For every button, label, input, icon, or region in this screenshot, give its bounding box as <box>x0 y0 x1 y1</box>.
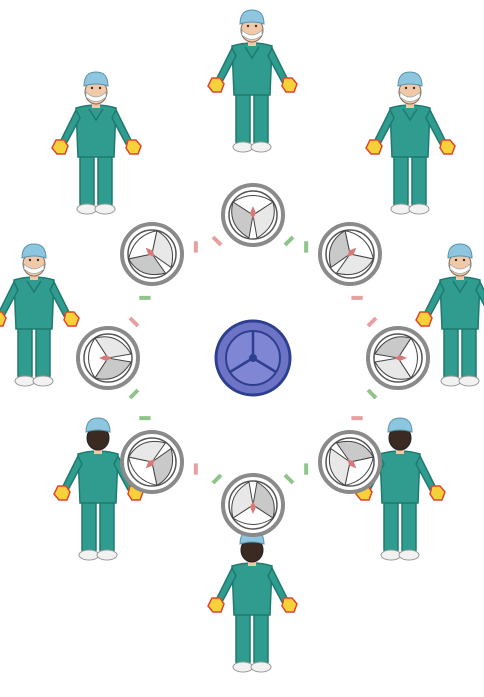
surgeon-top-left <box>52 72 141 214</box>
surgeon-top-right <box>366 72 455 214</box>
center-valve-icon <box>216 321 290 395</box>
valve-view-bottom <box>213 475 293 535</box>
valve-view-right <box>368 318 428 398</box>
surgeon-top <box>208 10 297 152</box>
valve-view-top <box>213 185 293 245</box>
surgeon-bottom <box>208 530 297 672</box>
valve-view-left <box>78 318 138 398</box>
valve-view-top-left <box>103 205 202 304</box>
valve-view-top-right <box>301 205 400 304</box>
surgeon-left <box>0 244 79 386</box>
